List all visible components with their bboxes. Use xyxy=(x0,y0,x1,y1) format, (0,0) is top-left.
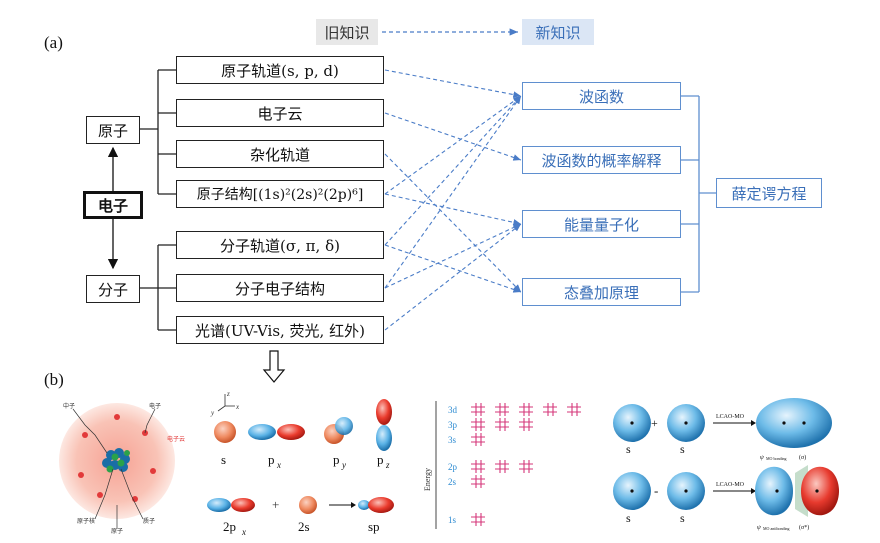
bonding-subscript: MO bonding xyxy=(766,456,787,461)
orbital-occupancy-mark xyxy=(495,460,509,473)
axis-z-label: z xyxy=(226,390,230,398)
energy-level-diagram: Energy 3d 3p 3s 2p 2s 1s xyxy=(423,401,581,529)
panel-a-label: (a) xyxy=(44,33,63,52)
orbital-occupancy-mark xyxy=(495,403,509,416)
py-orbital-label: p xyxy=(333,452,340,467)
level-3s-label: 3s xyxy=(448,435,457,445)
axis-y-label: y xyxy=(210,409,215,417)
lcao-mo-diagram: + LCAO-MO s s ψ MO bonding (σ) - LCAO-MO… xyxy=(613,398,839,531)
orbital-occupancy-mark xyxy=(471,403,485,416)
old-knowledge-atomic-orbital: 原子轨道(s, p, d) xyxy=(176,56,384,84)
old-knowledge-molecular-electronic-structure: 分子电子结构 xyxy=(176,274,384,302)
old-knowledge-spectroscopy: 光谱(UV-Vis, 荧光, 红外) xyxy=(176,316,384,344)
axis-x-label: x xyxy=(235,403,240,411)
level-2p-label: 2p xyxy=(448,462,458,472)
atom-label: 原子 xyxy=(111,528,123,535)
hybrid-2p-subscript: x xyxy=(241,527,246,537)
bonding-plus-sign: + xyxy=(651,416,658,430)
s-orbital-sphere xyxy=(214,421,236,443)
orbital-occupancy-mark xyxy=(471,433,485,446)
nucleus-label: 原子核 xyxy=(77,517,95,525)
s-label-2: s xyxy=(680,442,685,456)
px-orbital-label: p xyxy=(268,452,275,467)
old-knowledge-molecular-orbital: 分子轨道(σ, π, δ) xyxy=(176,231,384,259)
level-3d-label: 3d xyxy=(448,405,458,415)
s-label-4: s xyxy=(680,511,685,525)
new-knowledge-energy-quantization: 能量量子化 xyxy=(522,210,681,238)
lcao-arrow-label-bottom: LCAO-MO xyxy=(716,482,745,488)
new-knowledge-superposition: 态叠加原理 xyxy=(522,278,681,306)
orbital-occupancy-mark xyxy=(543,403,557,416)
px-subscript: x xyxy=(276,460,281,470)
old-knowledge-hybrid-orbital: 杂化轨道 xyxy=(176,140,384,168)
legend-new-knowledge: 新知识 xyxy=(522,19,594,45)
pz-subscript: z xyxy=(385,460,390,470)
lcao-arrow-label-top: LCAO-MO xyxy=(716,414,745,420)
new-knowledge-probability-interpretation: 波函数的概率解释 xyxy=(522,146,681,174)
antibonding-symbol: (σ*) xyxy=(799,524,809,531)
s-label-1: s xyxy=(626,442,631,456)
hybrid-2p-label: 2p xyxy=(223,519,236,534)
level-2s-label: 2s xyxy=(448,477,457,487)
orbital-occupancy-mark xyxy=(519,418,533,431)
level-1s-label: 1s xyxy=(448,515,457,525)
orbital-occupancy-mark xyxy=(471,475,485,488)
pz-orbital-label: p xyxy=(377,452,384,467)
legend-old-knowledge: 旧知识 xyxy=(316,19,378,45)
hybrid-plus-sign: + xyxy=(272,497,279,512)
orbital-occupancy-mark xyxy=(567,403,581,416)
new-knowledge-wave-function: 波函数 xyxy=(522,82,681,110)
antibonding-minus-sign: - xyxy=(654,483,658,498)
py-subscript: y xyxy=(341,460,346,470)
orbital-shapes-diagram: z x y s p x p y p z + 2p x 2s sp xyxy=(207,390,394,537)
atom-model-diagram: 中子 电子 电子云 原子核 原子 质子 xyxy=(59,402,185,535)
orbital-occupancy-mark xyxy=(471,513,485,526)
orbital-occupancy-mark xyxy=(471,418,485,431)
down-arrow-icon xyxy=(262,350,286,383)
electron-label: 电子 xyxy=(149,402,161,410)
panel-b-label: (b) xyxy=(44,370,64,389)
orbital-occupancy-mark xyxy=(519,403,533,416)
electron-node: 电子 xyxy=(83,191,143,219)
antibonding-subscript: MO antibonding xyxy=(763,526,790,531)
orbital-occupancy-mark xyxy=(519,460,533,473)
hybrid-sp-label: sp xyxy=(368,519,380,534)
old-knowledge-electron-cloud: 电子云 xyxy=(176,99,384,127)
orbital-occupancy-mark xyxy=(471,460,485,473)
electron-cloud-label: 电子云 xyxy=(167,435,185,443)
proton-label: 质子 xyxy=(143,517,155,525)
molecule-node: 分子 xyxy=(86,275,140,303)
energy-axis-label: Energy xyxy=(423,468,432,491)
bonding-symbol: (σ) xyxy=(799,454,806,461)
atom-node: 原子 xyxy=(86,116,140,144)
orbital-occupancy-mark xyxy=(495,418,509,431)
hybrid-2s-label: 2s xyxy=(298,519,310,534)
old-knowledge-atomic-structure: 原子结构[(1s)²(2s)²(2p)⁶] xyxy=(176,180,384,208)
level-3p-label: 3p xyxy=(448,420,458,430)
s-label-3: s xyxy=(626,511,631,525)
antibonding-psi: ψ xyxy=(757,525,761,531)
neutron-label: 中子 xyxy=(63,402,75,410)
schrodinger-equation-node: 薛定谔方程 xyxy=(716,178,822,208)
bonding-psi: ψ xyxy=(760,455,764,461)
s-orbital-label: s xyxy=(221,452,226,467)
